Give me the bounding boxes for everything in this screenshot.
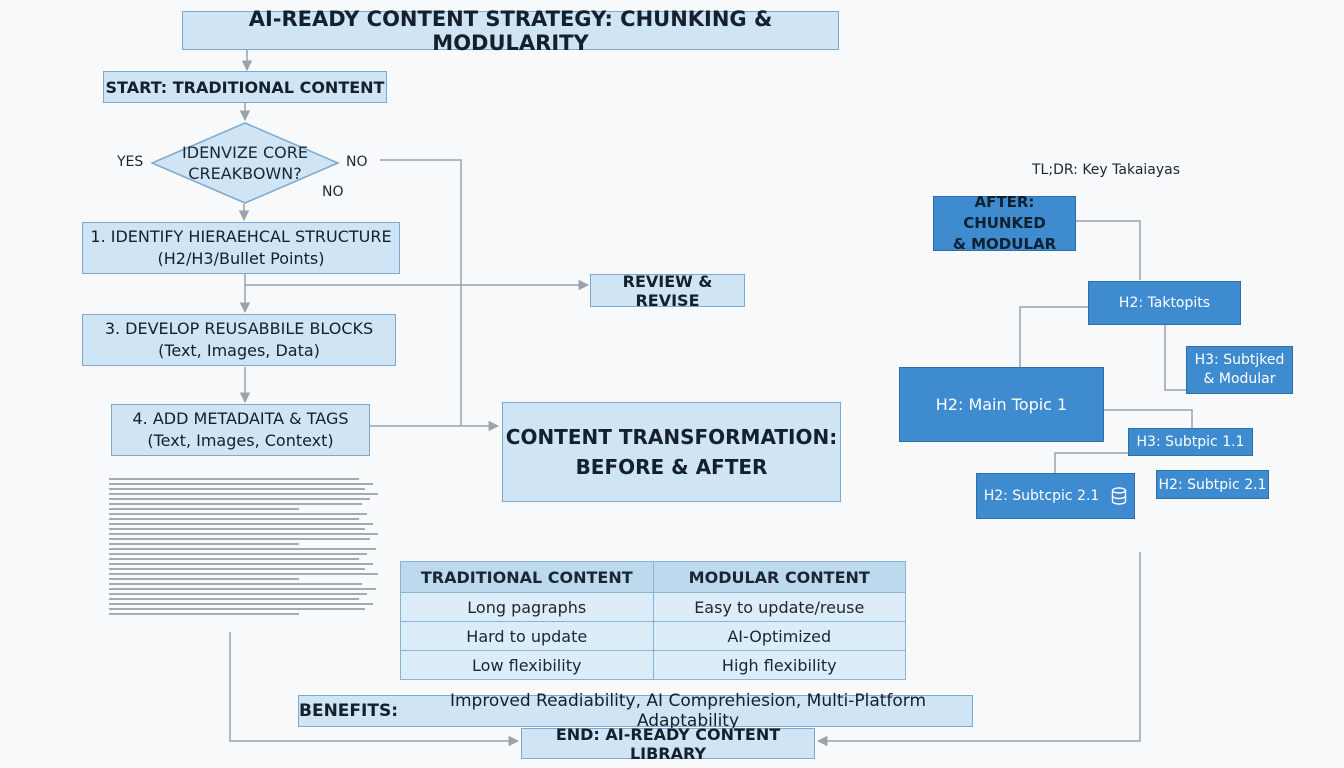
table-header-traditional: TRADITIONAL CONTENT: [400, 561, 654, 593]
h3-chunked-node: H3: Subtjked & Modular: [1186, 346, 1293, 394]
tree-sub11-to-sub21: [1054, 452, 1130, 473]
step-3-title: 3. DEVELOP REUSABBILE BLOCKS: [104, 319, 374, 338]
decision-line-1: IDENVIZE CORE: [182, 143, 308, 162]
text-line: [109, 523, 373, 525]
no-below-label: NO: [322, 184, 344, 200]
h2-main-topic-text: H2: Main Topic 1: [935, 395, 1068, 414]
h3-chunked-line-2: & Modular: [1203, 371, 1276, 387]
after-line-2: & MODULAR: [952, 235, 1057, 253]
h2-subtopic-2-1-text: H2: Subtpic 2.1: [1158, 476, 1267, 493]
start-node: START: TRADITIONAL CONTENT: [103, 71, 387, 103]
h3-chunked-line-1: H3: Subtjked: [1194, 352, 1285, 368]
text-line: [109, 508, 300, 510]
text-line: [109, 608, 365, 610]
start-node-text: START: TRADITIONAL CONTENT: [105, 77, 385, 97]
yes-label: YES: [117, 154, 144, 170]
decision-diamond: [150, 122, 340, 204]
no-right-label: NO: [346, 154, 368, 170]
table-cell: High flexibility: [652, 650, 906, 680]
decision-text: IDENVIZE CORE CREAKBOWN?: [150, 121, 340, 205]
text-line: [109, 563, 373, 565]
review-node: REVIEW & REVISE: [590, 271, 745, 310]
transformation-line-2: BEFORE & AFTER: [575, 455, 768, 479]
text-line: [109, 593, 368, 595]
step-3-node: 3. DEVELOP REUSABBILE BLOCKS (Text, Imag…: [82, 314, 396, 366]
text-line: [109, 558, 360, 560]
table-cell: Hard to update: [400, 621, 654, 651]
diagram-title: AI-READY CONTENT STRATEGY: CHUNKING & MO…: [182, 7, 839, 55]
table-row: Long pagraphs Easy to update/reuse: [400, 592, 906, 622]
tree-main-right: [1104, 409, 1193, 428]
text-line: [109, 613, 300, 615]
table-cell: Low flexibility: [400, 650, 654, 680]
step-4-node: 4. ADD METADAITA & TAGS (Text, Images, C…: [111, 404, 370, 456]
text-line: [109, 568, 365, 570]
text-line: [109, 538, 371, 540]
text-line: [109, 503, 362, 505]
step-1-detail: (H2/H3/Bullet Points): [157, 249, 325, 268]
text-line: [109, 578, 300, 580]
after-node: AFTER: CHUNKED & MODULAR: [933, 193, 1076, 253]
text-line: [109, 493, 379, 495]
review-text: REVIEW & REVISE: [622, 271, 713, 310]
text-line: [109, 528, 365, 530]
transformation-line-1: CONTENT TRANSFORMATION:: [505, 425, 838, 449]
h2-takeaways-node: H2: Taktopits: [1088, 281, 1241, 325]
end-node-text: END: AI-READY CONTENT LIBRARY: [555, 724, 781, 763]
text-line: [109, 513, 368, 515]
text-line: [109, 573, 379, 575]
text-line: [109, 483, 373, 485]
table-row: Low flexibility High flexibility: [400, 650, 906, 680]
text-line: [109, 498, 371, 500]
arrow-left-to-end: [229, 632, 520, 747]
text-line: [109, 588, 376, 590]
text-line: [109, 548, 376, 550]
benefits-text: Improved Readiability, AI Comprehiesion,…: [449, 691, 927, 731]
table-header-modular: MODULAR CONTENT: [652, 561, 906, 593]
h2-takeaways-text: H2: Taktopits: [1118, 295, 1211, 311]
decision-line-2: CREAKBOWN?: [188, 164, 302, 183]
arrow-right-to-end: [816, 552, 1141, 747]
tree-main-to-takeaways: [1019, 306, 1088, 367]
text-line: [109, 488, 365, 490]
tldr-label: TL;DR: Key Takaiayas: [1032, 162, 1181, 178]
traditional-text-block: [109, 478, 381, 618]
end-node: END: AI-READY CONTENT LIBRARY: [521, 725, 815, 763]
text-line: [109, 518, 360, 520]
text-line: [109, 603, 373, 605]
diagram-title-text: AI-READY CONTENT STRATEGY: CHUNKING & MO…: [248, 6, 773, 55]
tree-takeaways-to-h3: [1164, 325, 1186, 391]
h2-subtopic-2-1-db-text: H2: Subtcpic 2.1: [983, 488, 1100, 504]
benefits-label: BENEFITS:: [299, 701, 398, 721]
h3-subtopic-1-1-node: H3: Subtpic 1.1: [1128, 428, 1253, 456]
line-no-branch: [380, 159, 462, 426]
text-line: [109, 478, 360, 480]
text-line: [109, 598, 360, 600]
step-4-detail: (Text, Images, Context): [147, 431, 334, 450]
h2-subtopic-2-1-node: H2: Subtpic 2.1: [1156, 470, 1269, 499]
transformation-node: CONTENT TRANSFORMATION: BEFORE & AFTER: [502, 402, 841, 502]
tree-after-to-takeaways: [1076, 220, 1141, 280]
comparison-table: TRADITIONAL CONTENT MODULAR CONTENT Long…: [400, 561, 906, 680]
benefits-node: BENEFITS: Improved Readiability, AI Comp…: [298, 691, 973, 731]
table-cell: AI-Optimized: [652, 621, 906, 651]
text-line: [109, 533, 379, 535]
step-1-node: 1. IDENTIFY HIERAEHCAL STRUCTURE (H2/H3/…: [82, 222, 400, 274]
text-line: [109, 543, 300, 545]
database-icon: [1112, 487, 1127, 505]
step-1-title: 1. IDENTIFY HIERAEHCAL STRUCTURE: [90, 227, 392, 246]
text-line: [109, 553, 368, 555]
text-line: [109, 583, 362, 585]
step-3-detail: (Text, Images, Data): [158, 341, 320, 360]
step-4-title: 4. ADD METADAITA & TAGS: [132, 409, 349, 428]
h2-main-topic-node: H2: Main Topic 1: [899, 367, 1104, 442]
h2-subtopic-2-1-db-node: H2: Subtcpic 2.1: [976, 473, 1135, 519]
table-cell: Long pagraphs: [400, 592, 654, 622]
table-cell: Easy to update/reuse: [652, 592, 906, 622]
table-header-row: TRADITIONAL CONTENT MODULAR CONTENT: [400, 561, 906, 593]
h3-subtopic-1-1-text: H3: Subtpic 1.1: [1136, 434, 1245, 450]
after-line-1: AFTER: CHUNKED: [963, 193, 1046, 232]
table-row: Hard to update AI-Optimized: [400, 621, 906, 651]
